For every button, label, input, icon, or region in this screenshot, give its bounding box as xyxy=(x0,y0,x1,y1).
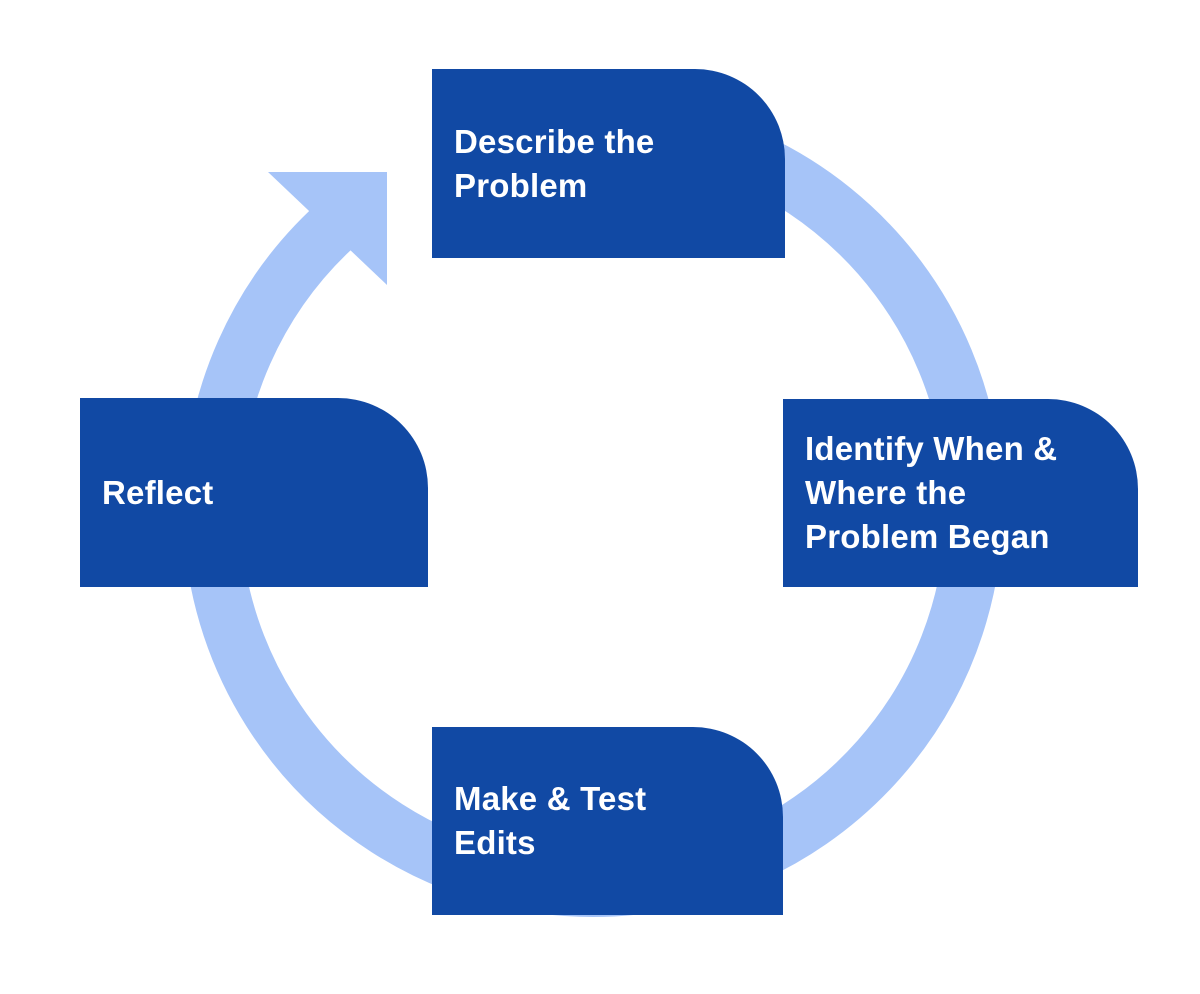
step-label: Reflect xyxy=(102,473,214,511)
step-label: Describe the Problem xyxy=(454,122,655,204)
step-box-describe-the-problem: Describe the Problem xyxy=(432,69,785,258)
step-box-make-and-test-edits: Make & Test Edits xyxy=(432,727,783,915)
step-label: Identify When & Where the Problem Began xyxy=(805,430,1058,555)
step-box-identify-when-where: Identify When & Where the Problem Began xyxy=(783,399,1138,587)
step-box-reflect: Reflect xyxy=(80,398,428,587)
clockwise-arrow-icon xyxy=(268,172,387,285)
step-label: Make & Test Edits xyxy=(454,780,647,861)
